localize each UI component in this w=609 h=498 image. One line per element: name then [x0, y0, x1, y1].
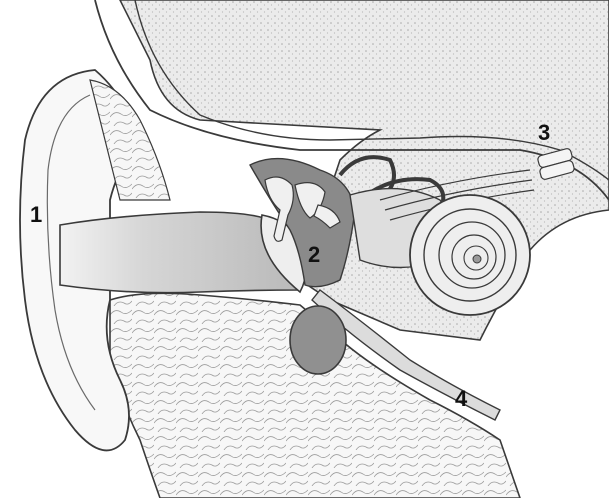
internal-carotid-section	[290, 306, 346, 374]
label-3: 3	[538, 120, 550, 145]
label-4: 4	[455, 386, 468, 411]
cochlea	[410, 195, 530, 315]
label-1: 1	[30, 202, 42, 227]
label-2: 2	[308, 242, 320, 267]
